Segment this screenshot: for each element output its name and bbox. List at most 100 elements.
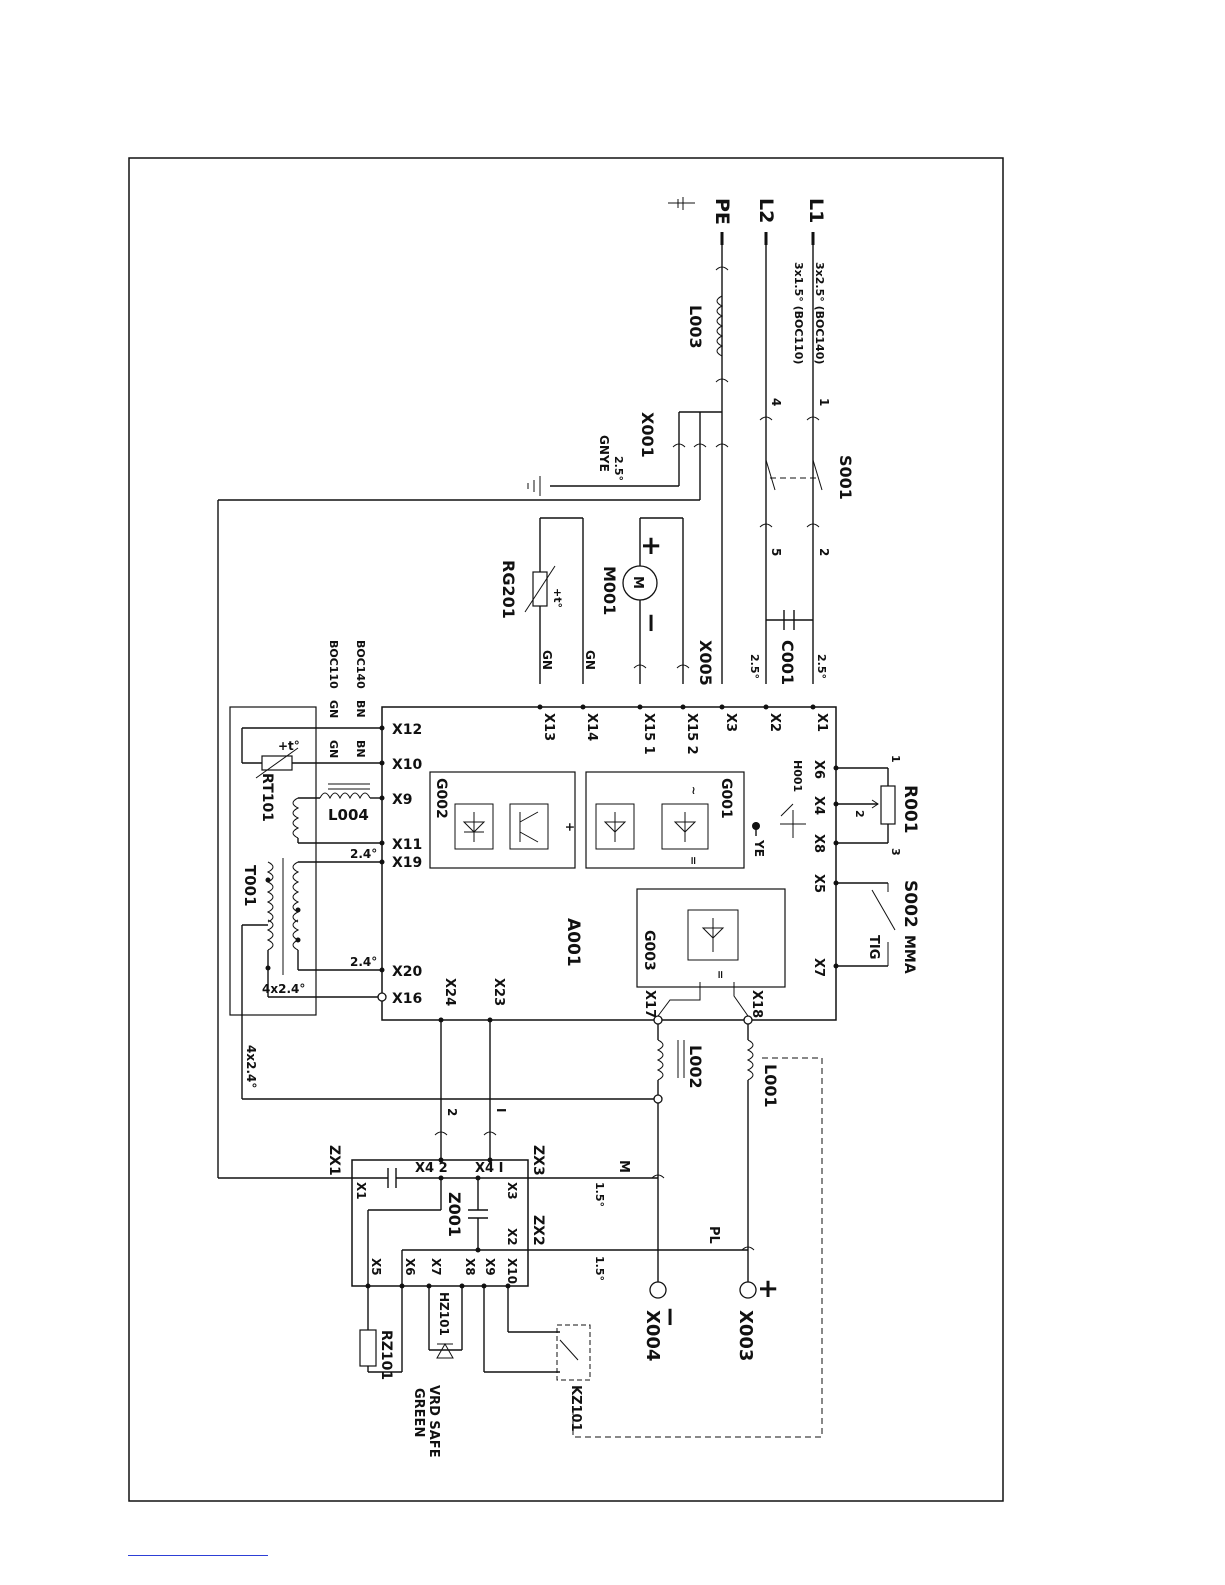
switch-s002[interactable]: S002 MMA TIG <box>836 880 920 974</box>
pin-x24: X24 <box>442 978 457 1006</box>
label-s001: S001 <box>836 455 855 500</box>
size-x16: 4x2.4° <box>262 982 305 996</box>
size-4x24-lower: 4x2.4° <box>244 1045 258 1088</box>
motor-plus: + <box>636 535 666 557</box>
label-boc110: BOC110 <box>327 640 340 689</box>
pin-x1: X1 <box>814 713 829 732</box>
pin-x13: X13 <box>541 713 556 741</box>
size-15-pl: 1.5° <box>593 1256 606 1281</box>
label-m: M <box>616 1160 631 1173</box>
pin-x23: X23 <box>491 978 506 1006</box>
pin-z-x10: X10 <box>505 1258 519 1284</box>
label-a001: A001 <box>563 918 583 967</box>
label-hz101: HZ101 <box>437 1292 451 1336</box>
wire-gn-10: GN <box>327 740 340 758</box>
pin-s001-2: 2 <box>817 548 831 556</box>
motor-symbol: M <box>630 576 645 589</box>
pin-r001-2: 2 <box>853 810 866 818</box>
cable-spec-boc110: 3x1.5° (BOC110) <box>792 262 805 364</box>
wire-gn-1: GN <box>583 650 597 670</box>
capacitor-c001: C001 2.5° 2.5° <box>748 610 828 685</box>
wire-gn-2: GN <box>540 650 554 670</box>
wire-bn-10: BN <box>354 740 367 758</box>
g001-ac: ~ <box>687 786 700 795</box>
label-t001: T001 <box>241 865 259 907</box>
pin-x11: X11 <box>392 837 422 853</box>
pin-z-x5: X5 <box>369 1258 383 1276</box>
pin-x16: X16 <box>392 991 422 1007</box>
label-s002: S002 <box>900 880 920 928</box>
pin-r001-3: 3 <box>889 848 902 856</box>
pin-zx4-2: X4 2 <box>415 1161 448 1176</box>
label-rt101: RT101 <box>259 773 275 822</box>
pin-x8: X8 <box>811 834 826 853</box>
label-x003: X003 <box>735 1310 756 1361</box>
x001-terminal: X001 GNYE 2.5° <box>527 411 729 500</box>
thermometer-icon <box>752 822 760 836</box>
diagram-frame <box>128 157 1004 1502</box>
inductor-l002: L002 <box>653 1024 705 1282</box>
module-g001: G001 ~ = <box>585 771 745 869</box>
conn-1: I <box>494 1108 508 1112</box>
ground-icon <box>668 197 695 210</box>
pin-x5: X5 <box>811 874 826 893</box>
pin-x15-1: X15 1 <box>641 713 656 755</box>
module-g002: G002 + <box>429 771 577 869</box>
label-l1: L1 <box>805 198 827 223</box>
pin-x7: X7 <box>811 958 826 977</box>
led-h001: H001 YE <box>752 760 806 857</box>
potentiometer-r001[interactable]: R001 1 2 3 <box>836 755 920 856</box>
pin-x10: X10 <box>392 757 423 773</box>
label-x004: X004 <box>642 1310 663 1361</box>
pin-x12: X12 <box>392 722 422 738</box>
label-boc140: BOC140 <box>354 640 367 689</box>
pin-r001-1: 1 <box>889 755 902 763</box>
board-right-pins: X6 X4 X8 X5 X7 <box>811 760 839 977</box>
pin-zx1: ZX1 <box>326 1145 342 1176</box>
label-g001: G001 <box>718 778 734 819</box>
inductor-l003 <box>716 295 724 357</box>
pin-z-x6: X6 <box>403 1258 417 1276</box>
board-a001 <box>381 706 837 1021</box>
relay-kz101: KZ101 <box>483 1286 591 1432</box>
label-x001: X001 <box>638 412 657 458</box>
label-tig: TIG <box>866 935 881 959</box>
size-x20: 2.4° <box>350 955 377 969</box>
label-m001: M001 <box>600 566 619 615</box>
wire-size-x2: 2.5° <box>748 654 761 679</box>
label-l003: L003 <box>686 305 705 349</box>
ground-icon <box>527 476 541 496</box>
transformer-block <box>229 706 317 1016</box>
label-l2: L2 <box>755 198 777 223</box>
x003-plus: + <box>753 1278 783 1300</box>
label-green: GREEN <box>411 1388 426 1437</box>
thermistor-rg201: +t° RG201 GN GN <box>499 517 597 684</box>
resistor-rz101: RZ101 <box>359 1286 403 1380</box>
wire-size-x1: 2.5° <box>815 654 828 679</box>
label-l004: L004 <box>328 806 369 824</box>
label-g003: G003 <box>641 930 657 971</box>
socket-x004[interactable]: − X004 <box>642 1281 685 1361</box>
plug-connectors <box>715 266 820 528</box>
label-c001: C001 <box>778 640 797 685</box>
z001-internals <box>352 1157 528 1286</box>
label-l001: L001 <box>761 1064 780 1108</box>
wire-bn-12: BN <box>354 700 367 718</box>
module-g003: G003 = <box>636 888 786 988</box>
pin-x14: X14 <box>584 713 599 741</box>
label-ye: YE <box>752 839 766 857</box>
label-z001: Z001 <box>445 1192 464 1237</box>
led-hz101: HZ101 VRD SAFE GREEN <box>411 1286 463 1458</box>
pin-s001-1: 1 <box>817 398 831 406</box>
size-15-m: 1.5° <box>593 1182 606 1207</box>
pin-x18: X18 <box>749 990 764 1018</box>
pin-x3: X3 <box>723 713 738 732</box>
label-pe: PE <box>711 198 733 225</box>
socket-x003[interactable]: + X003 <box>735 1278 783 1361</box>
switch-s001[interactable]: S001 1 4 2 5 <box>765 398 855 556</box>
pin-z-x7: X7 <box>429 1258 443 1276</box>
label-pl: PL <box>706 1226 721 1244</box>
label-vrd-safe: VRD SAFE <box>426 1385 441 1458</box>
board-left-pins: X12 X10 X9 X11 X19 X20 X16 2.4° 2.4° 4x2… <box>262 640 423 1007</box>
